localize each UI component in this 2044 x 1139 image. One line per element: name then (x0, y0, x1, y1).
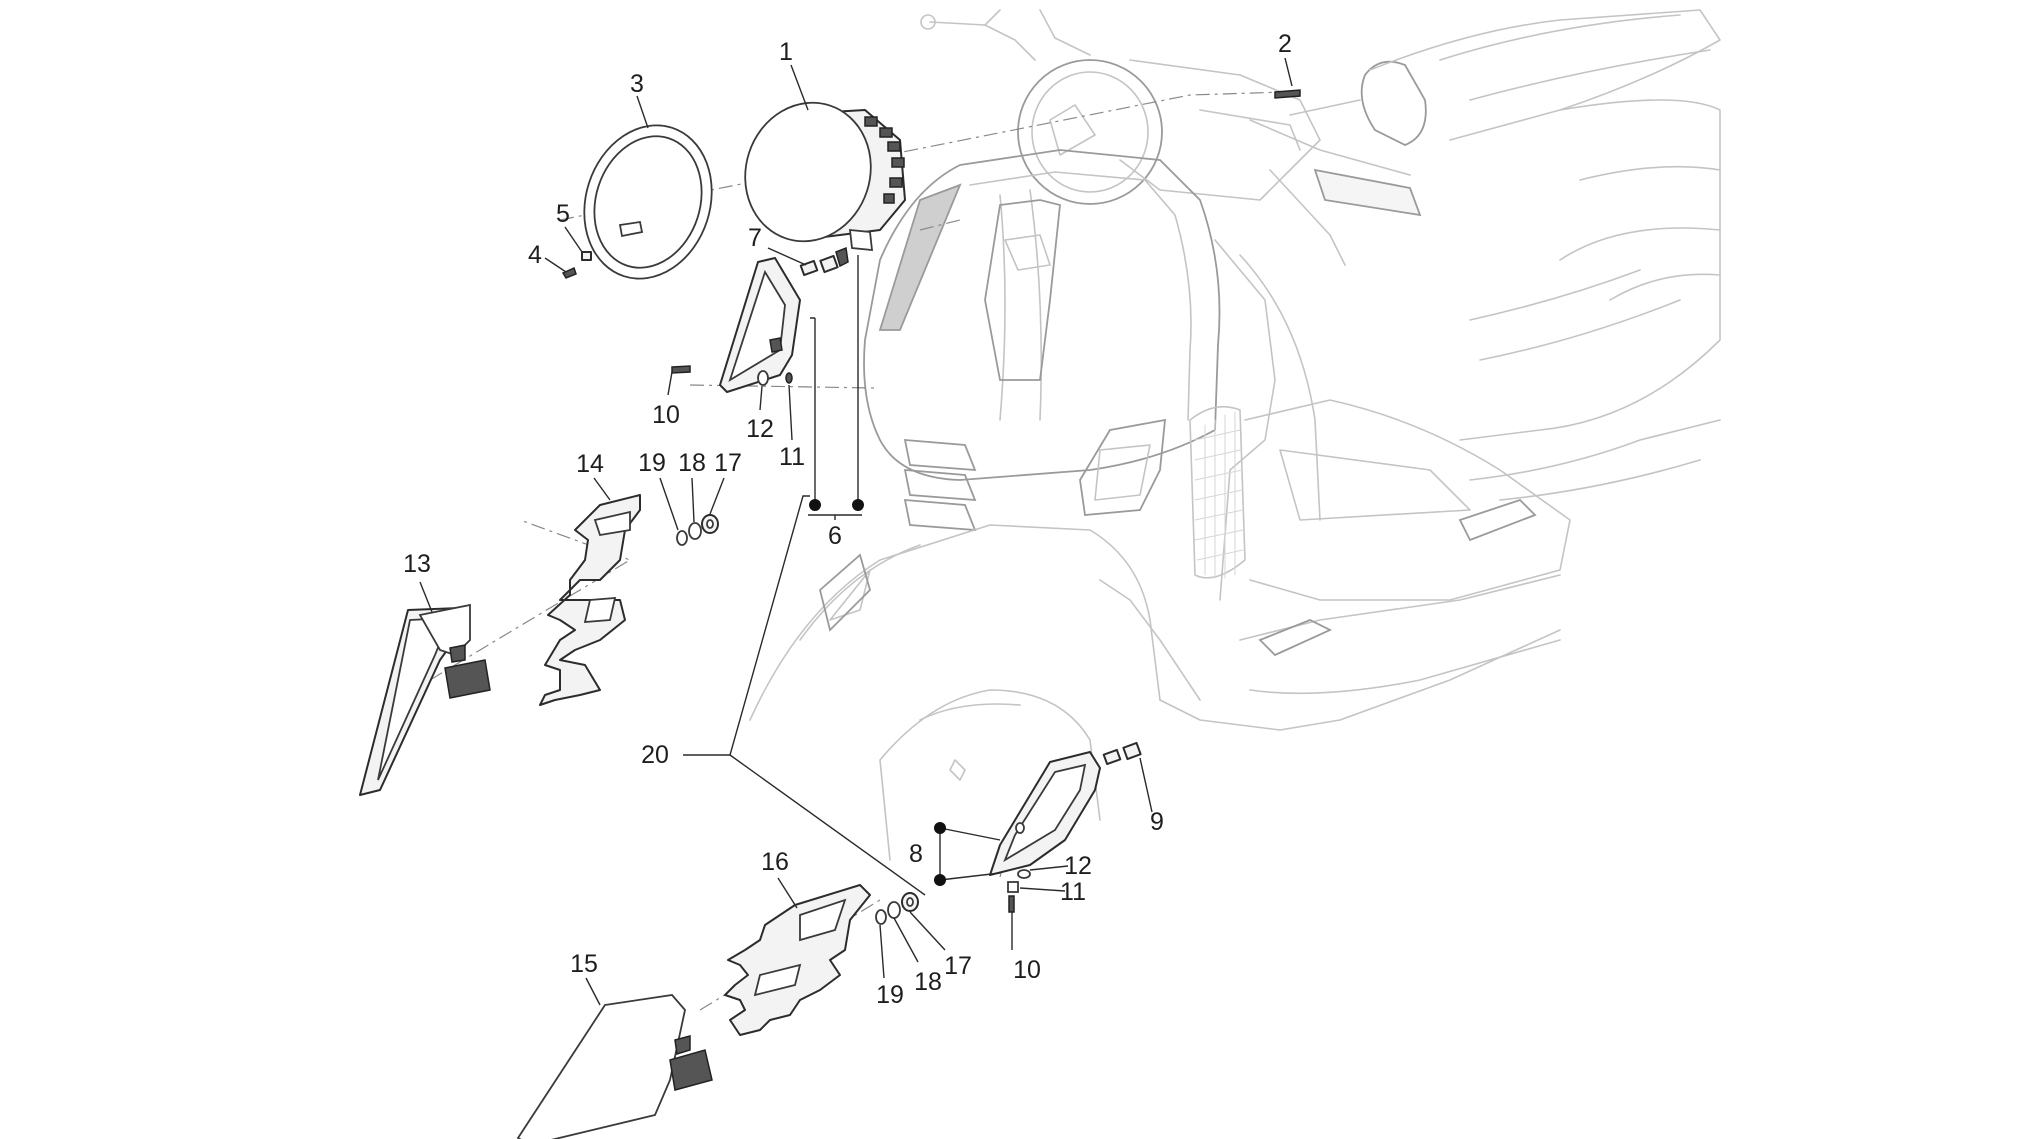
callout-12-lower: 12 (1064, 852, 1092, 880)
callout-19-lower: 19 (876, 981, 904, 1009)
part-2-screw (1274, 89, 1301, 99)
callout-4: 4 (528, 241, 542, 269)
part-3-headlight-trim-ring (583, 124, 713, 280)
callout-labels: 1 2 3 4 5 7 10 12 11 14 19 18 17 6 13 20… (403, 30, 1292, 1009)
callout-10-upper: 10 (652, 401, 680, 429)
assembly-dots (809, 499, 946, 886)
part-19-washer-lower (875, 909, 887, 925)
front-position-light-lens-upper (719, 257, 801, 393)
callout-8: 8 (909, 840, 923, 868)
leader-lines (419, 57, 1293, 1006)
part-1-headlight-unit (744, 101, 906, 252)
callout-12-upper: 12 (746, 415, 774, 443)
part-12-washer-upper (757, 370, 769, 386)
part-12-washer-lower (1017, 869, 1031, 879)
callout-11-upper: 11 (779, 443, 805, 471)
part-18-washer-upper (688, 522, 702, 540)
part-7-bulb (799, 246, 849, 277)
part-15-side-light-housing (516, 994, 713, 1139)
part-16-mounting-bracket-lower (724, 884, 871, 1036)
callout-17-lower: 17 (944, 952, 972, 980)
callout-3: 3 (630, 70, 644, 98)
callout-18-lower: 18 (914, 968, 942, 996)
part-5-nut (581, 251, 592, 261)
callout-13: 13 (403, 550, 431, 578)
part-17-nut-upper (701, 514, 719, 534)
part-10-screw-upper (671, 365, 691, 374)
part-11-clip-lower (1007, 881, 1019, 893)
callout-5: 5 (556, 200, 570, 228)
callout-2: 2 (1278, 30, 1292, 58)
part-9-bulb (1102, 741, 1142, 766)
part-14-mounting-bracket-upper (539, 494, 641, 706)
part-11-clip-upper (785, 372, 793, 384)
callout-20: 20 (641, 741, 669, 769)
front-position-light-lens-lower (989, 751, 1101, 876)
callout-7: 7 (748, 224, 762, 252)
part-13-side-light-housing (359, 603, 491, 796)
callout-18-upper: 18 (678, 449, 706, 477)
scooter-outline (749, 9, 1721, 861)
callout-10-lower: 10 (1013, 956, 1041, 984)
part-10-screw-lower (1008, 895, 1015, 913)
callout-1: 1 (779, 38, 793, 66)
part-18-washer-lower (887, 901, 901, 919)
callout-14: 14 (576, 450, 604, 478)
callout-9: 9 (1150, 808, 1164, 836)
part-17-nut-lower (901, 892, 919, 912)
callout-11-lower: 11 (1060, 878, 1086, 906)
callout-19-upper: 19 (638, 449, 666, 477)
part-4-screw (561, 266, 577, 279)
callout-17-upper: 17 (714, 449, 742, 477)
part-19-washer-upper (676, 530, 688, 546)
callout-16: 16 (761, 848, 789, 876)
callout-6: 6 (828, 522, 842, 550)
callout-15: 15 (570, 950, 598, 978)
